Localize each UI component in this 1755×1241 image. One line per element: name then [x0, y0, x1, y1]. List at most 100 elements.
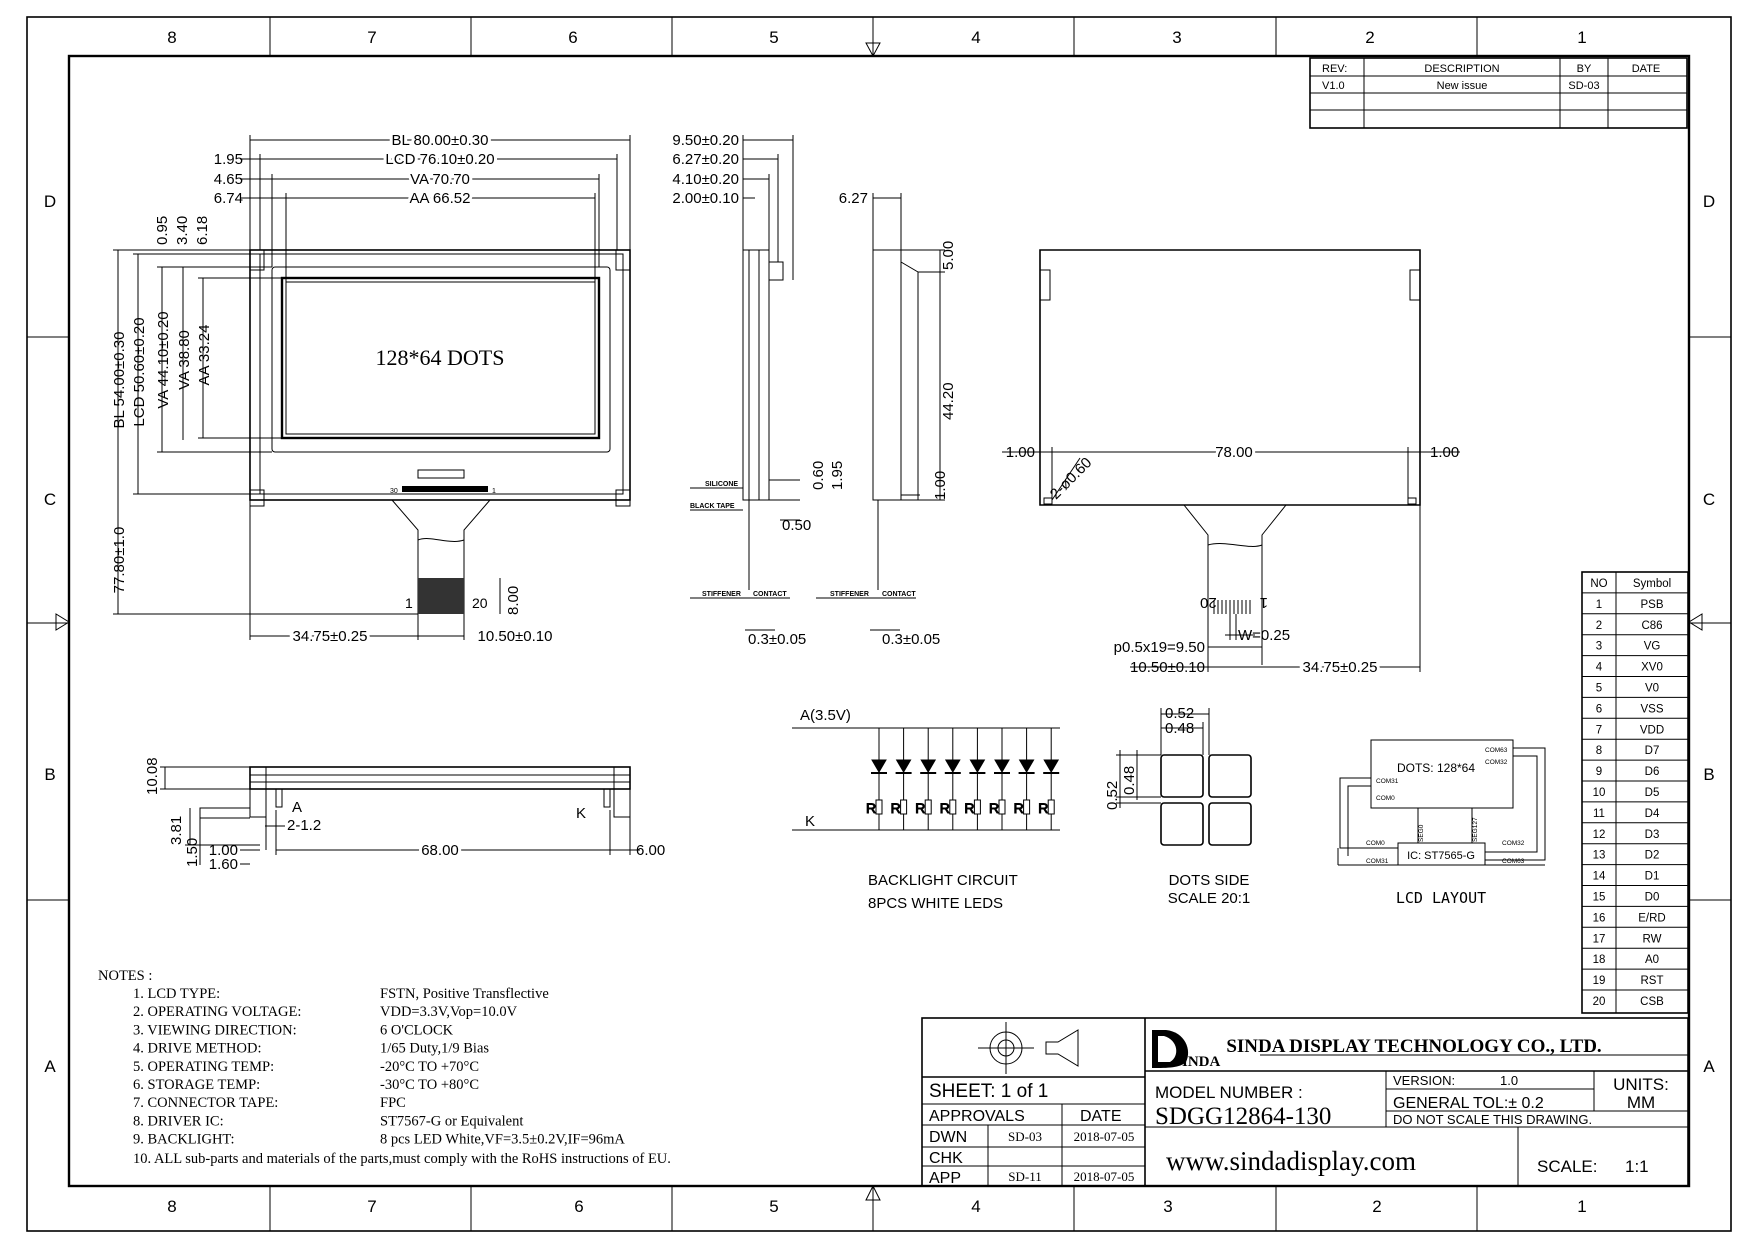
thickness-a: 0.3±0.05	[748, 631, 806, 648]
layout-com0: COM0	[1376, 795, 1395, 802]
note-label: 6. STORAGE TEMP:	[133, 1077, 260, 1093]
bottom-h-381: 3.81	[168, 816, 185, 845]
resistor-label: R	[989, 800, 999, 816]
outer-border	[26, 16, 1732, 1232]
date-header: DATE	[1632, 63, 1661, 75]
center-mark-right	[1688, 613, 1703, 631]
layout-b-com32: COM32	[1502, 840, 1525, 847]
layout-dots: DOTS: 128*64	[1397, 761, 1475, 775]
pin-no: 12	[1593, 829, 1606, 841]
note-label: 9. BACKLIGHT:	[133, 1132, 235, 1148]
description-value: New issue	[1437, 80, 1488, 92]
dim-100-b: 1.00	[932, 471, 949, 500]
pin-symbol: D0	[1645, 892, 1660, 904]
description-header: DESCRIPTION	[1424, 63, 1499, 75]
zone-dividers	[27, 17, 1731, 1231]
zone-row-d-r: D	[1703, 192, 1715, 211]
back-mid-dim: 78.00	[1215, 444, 1253, 461]
dots-side-title: DOTS SIDE	[1169, 872, 1250, 889]
resistor-icon	[998, 799, 1006, 815]
dwn-by: SD-03	[1008, 1129, 1042, 1144]
by-header: BY	[1577, 63, 1592, 75]
pin-no: 6	[1596, 703, 1602, 715]
fpc-offset: 34.75±0.25	[1303, 659, 1378, 676]
app-label: APP	[929, 1170, 961, 1187]
led-branch: R	[915, 728, 937, 830]
led-icon	[969, 759, 986, 773]
pin-no: 15	[1593, 892, 1606, 904]
silicone-label: SILICONE	[705, 481, 738, 488]
back-left-dim: 1.00	[1006, 444, 1035, 461]
note-10: 10. ALL sub-parts and materials of the p…	[133, 1151, 671, 1167]
layout-com31: COM31	[1376, 778, 1399, 785]
rev-header: REV:	[1322, 63, 1347, 75]
thickness-b: 0.3±0.05	[882, 631, 940, 648]
front-view: 30 1 128*64 DOTS 1 20 BL 80.00±0.30 LCD …	[111, 129, 631, 648]
v-340: 3.40	[174, 216, 191, 245]
sinda-logo: INDA	[1152, 1030, 1221, 1070]
units-value: MM	[1627, 1093, 1655, 1112]
cathode-label: K	[805, 813, 815, 830]
units-label: UNITS:	[1613, 1075, 1669, 1094]
dim-950: 9.50±0.20	[672, 132, 739, 149]
back-pin20: 20	[1200, 594, 1217, 611]
resistor-icon	[1047, 799, 1055, 815]
pin-k-label: K	[576, 805, 586, 822]
backlight-subtitle: 8PCS WHITE LEDS	[868, 895, 1003, 912]
dim-627: 6.27±0.20	[672, 151, 739, 168]
bl-height: BL 54.00±0.30	[111, 332, 128, 429]
center-mark-top	[865, 42, 881, 58]
pin-no: 20	[1593, 996, 1606, 1008]
bottom-h-1008: 10.08	[144, 757, 161, 795]
resistor-icon	[900, 799, 908, 815]
pin-symbol: CSB	[1640, 996, 1664, 1008]
zone-col-4-b: 4	[971, 1197, 980, 1216]
bottom-view: 10.08 3.81 1.50 2-1.2 A K 1.00 1.60 68.0…	[144, 757, 665, 873]
dots-side: 0.52 0.48 0.52 0.48 DOTS SIDE SCALE 20:1	[1104, 705, 1252, 907]
resistor-icon	[924, 799, 932, 815]
dim-050: 0.50	[782, 517, 811, 534]
pin-no: 10	[1593, 787, 1606, 799]
zone-row-a: A	[44, 1057, 56, 1076]
aa-width: AA 66.52	[410, 190, 471, 207]
front-pin1: 1	[405, 595, 413, 611]
pin-symbol: D7	[1645, 745, 1660, 757]
zone-col-7: 7	[367, 28, 376, 47]
zone-col-1-b: 1	[1577, 1197, 1586, 1216]
led-icon	[944, 759, 961, 773]
layout-b-com0: COM0	[1366, 840, 1385, 847]
svg-text:INDA: INDA	[1182, 1054, 1221, 1070]
resistor-label: R	[866, 800, 876, 816]
lcd-height: LCD 50.60±0.20	[131, 317, 148, 426]
led-branch: R	[939, 728, 961, 830]
side-view-b: 6.27 5.00 44.20 1.00 0.3±0.05 STIFFENER …	[816, 190, 957, 648]
resistor-label: R	[915, 800, 925, 816]
notes: NOTES : 1. LCD TYPE:FSTN, Positive Trans…	[98, 968, 671, 1167]
pin-symbol: V0	[1645, 683, 1659, 695]
pin-symbol: VSS	[1640, 703, 1663, 715]
model-label: MODEL NUMBER :	[1155, 1083, 1303, 1102]
note-value: -30°C TO +80°C	[380, 1077, 479, 1093]
do-not-scale: DO NOT SCALE THIS DRAWING.	[1393, 1112, 1592, 1127]
v-095: 0.95	[154, 216, 171, 245]
pin-no: 11	[1593, 808, 1605, 820]
back-view: 1.00 78.00 1.00 2-ø0.60 20 1 W=0.25 p0.5…	[1002, 249, 1460, 679]
dim-500: 5.00	[940, 241, 957, 270]
resistor-icon	[949, 799, 957, 815]
pin-symbol: PSB	[1640, 599, 1663, 611]
note-label: 4. DRIVE METHOD:	[133, 1041, 261, 1057]
pin-no: 18	[1593, 954, 1606, 966]
pin-symbol: RST	[1641, 975, 1664, 987]
note-label: 5. OPERATING TEMP:	[133, 1059, 274, 1075]
dot-size-w: 0.48	[1165, 720, 1194, 737]
led-branch: R	[866, 728, 887, 830]
model-number: SDGG12864-130	[1155, 1103, 1331, 1130]
tolerance: GENERAL TOL:± 0.2	[1393, 1095, 1544, 1112]
pin-no-header: NO	[1590, 578, 1607, 590]
tail-left-dim: 34.75±0.25	[293, 628, 368, 645]
va-width: VA 70.70	[410, 171, 470, 188]
pin-symbol: XV0	[1641, 662, 1663, 674]
title-block: INDA SINDA DISPLAY TECHNOLOGY CO., LTD. …	[921, 1017, 1689, 1187]
note-label: 2. OPERATING VOLTAGE:	[133, 1004, 301, 1020]
